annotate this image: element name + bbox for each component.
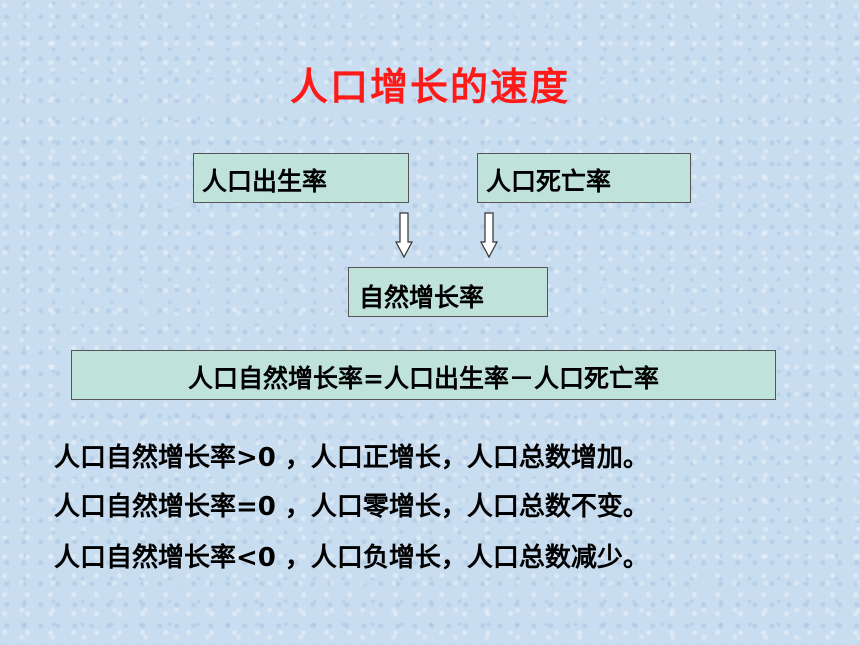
natural-growth-rate-box: 自然增长率 xyxy=(348,267,548,317)
death-rate-box: 人口死亡率 xyxy=(477,153,691,203)
statement-negative: 人口自然增长率<0 ，人口负增长，人口总数减少。 xyxy=(54,543,649,573)
formula-box: 人口自然增长率=人口出生率－人口死亡率 xyxy=(71,350,776,400)
down-arrow-icon xyxy=(395,212,413,258)
statement-positive: 人口自然增长率>0 ，人口正增长，人口总数增加。 xyxy=(54,443,649,473)
birth-rate-box: 人口出生率 xyxy=(193,153,409,203)
down-arrow-icon xyxy=(480,212,498,258)
page-title: 人口增长的速度 xyxy=(289,65,570,109)
statement-zero: 人口自然增长率=0 ，人口零增长，人口总数不变。 xyxy=(54,492,649,522)
